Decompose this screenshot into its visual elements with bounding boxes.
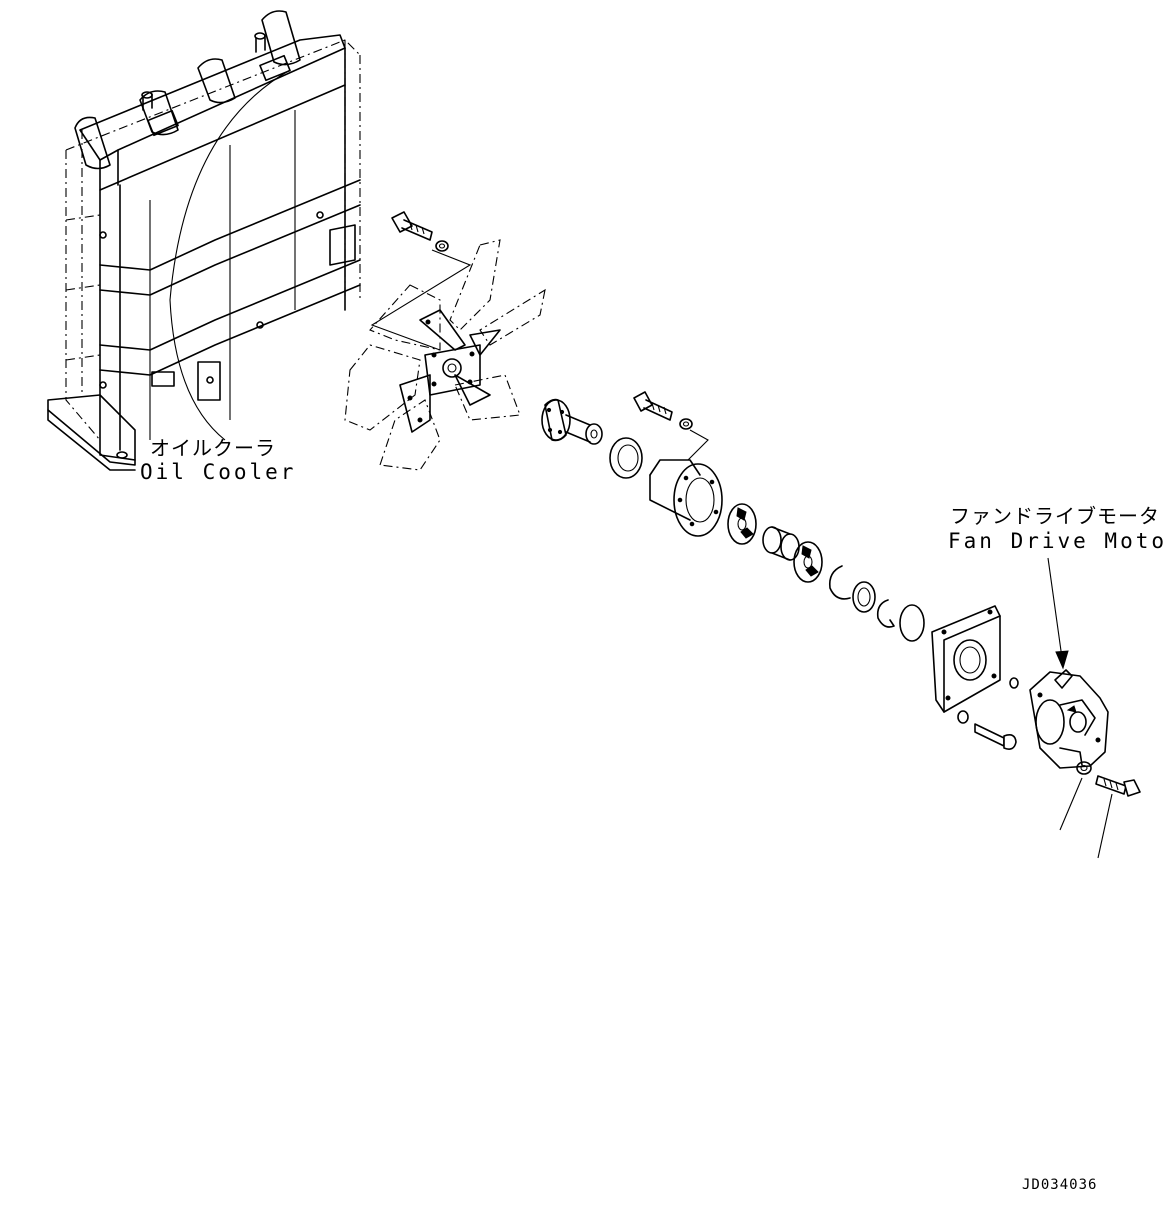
fan-hub-shaft — [541, 398, 603, 445]
plate-bolt — [957, 710, 1017, 750]
bearing-1 — [609, 437, 643, 479]
snap-ring-2 — [876, 599, 895, 628]
motor-bolt — [1095, 775, 1141, 797]
fan-drive-motor — [1029, 669, 1109, 769]
oil-cooler-core — [99, 69, 346, 461]
oil-cooler-assembly — [47, 10, 361, 471]
bearing-housing — [649, 459, 723, 537]
hub-bolt — [633, 391, 709, 461]
fan-bolt — [370, 211, 472, 351]
spacer-sleeve — [762, 526, 800, 561]
drawing-code: JD034036 — [1022, 1177, 1098, 1193]
fan-blades — [344, 239, 546, 471]
motor-mount-plate — [931, 605, 1019, 713]
coupling-1 — [727, 503, 757, 545]
fan-drive-motor-label-jp: ファンドライブモータ — [950, 504, 1160, 528]
oil-cooler-straps — [99, 179, 361, 376]
oil-cooler-label-jp: オイルクーラ — [150, 436, 276, 460]
oil-cooler-top-tank — [74, 10, 346, 191]
bearing-2 — [852, 581, 876, 613]
coupling-2 — [793, 541, 823, 583]
oil-cooler-label-en: Oil Cooler — [140, 460, 297, 484]
motor-washer — [1076, 761, 1092, 775]
snap-ring-1 — [828, 565, 851, 600]
fan-drive-motor-label-en: Fan Drive Motor — [948, 529, 1163, 553]
o-ring — [899, 604, 925, 642]
leader-lines — [1047, 557, 1113, 859]
oil-cooler-mount — [47, 211, 324, 471]
